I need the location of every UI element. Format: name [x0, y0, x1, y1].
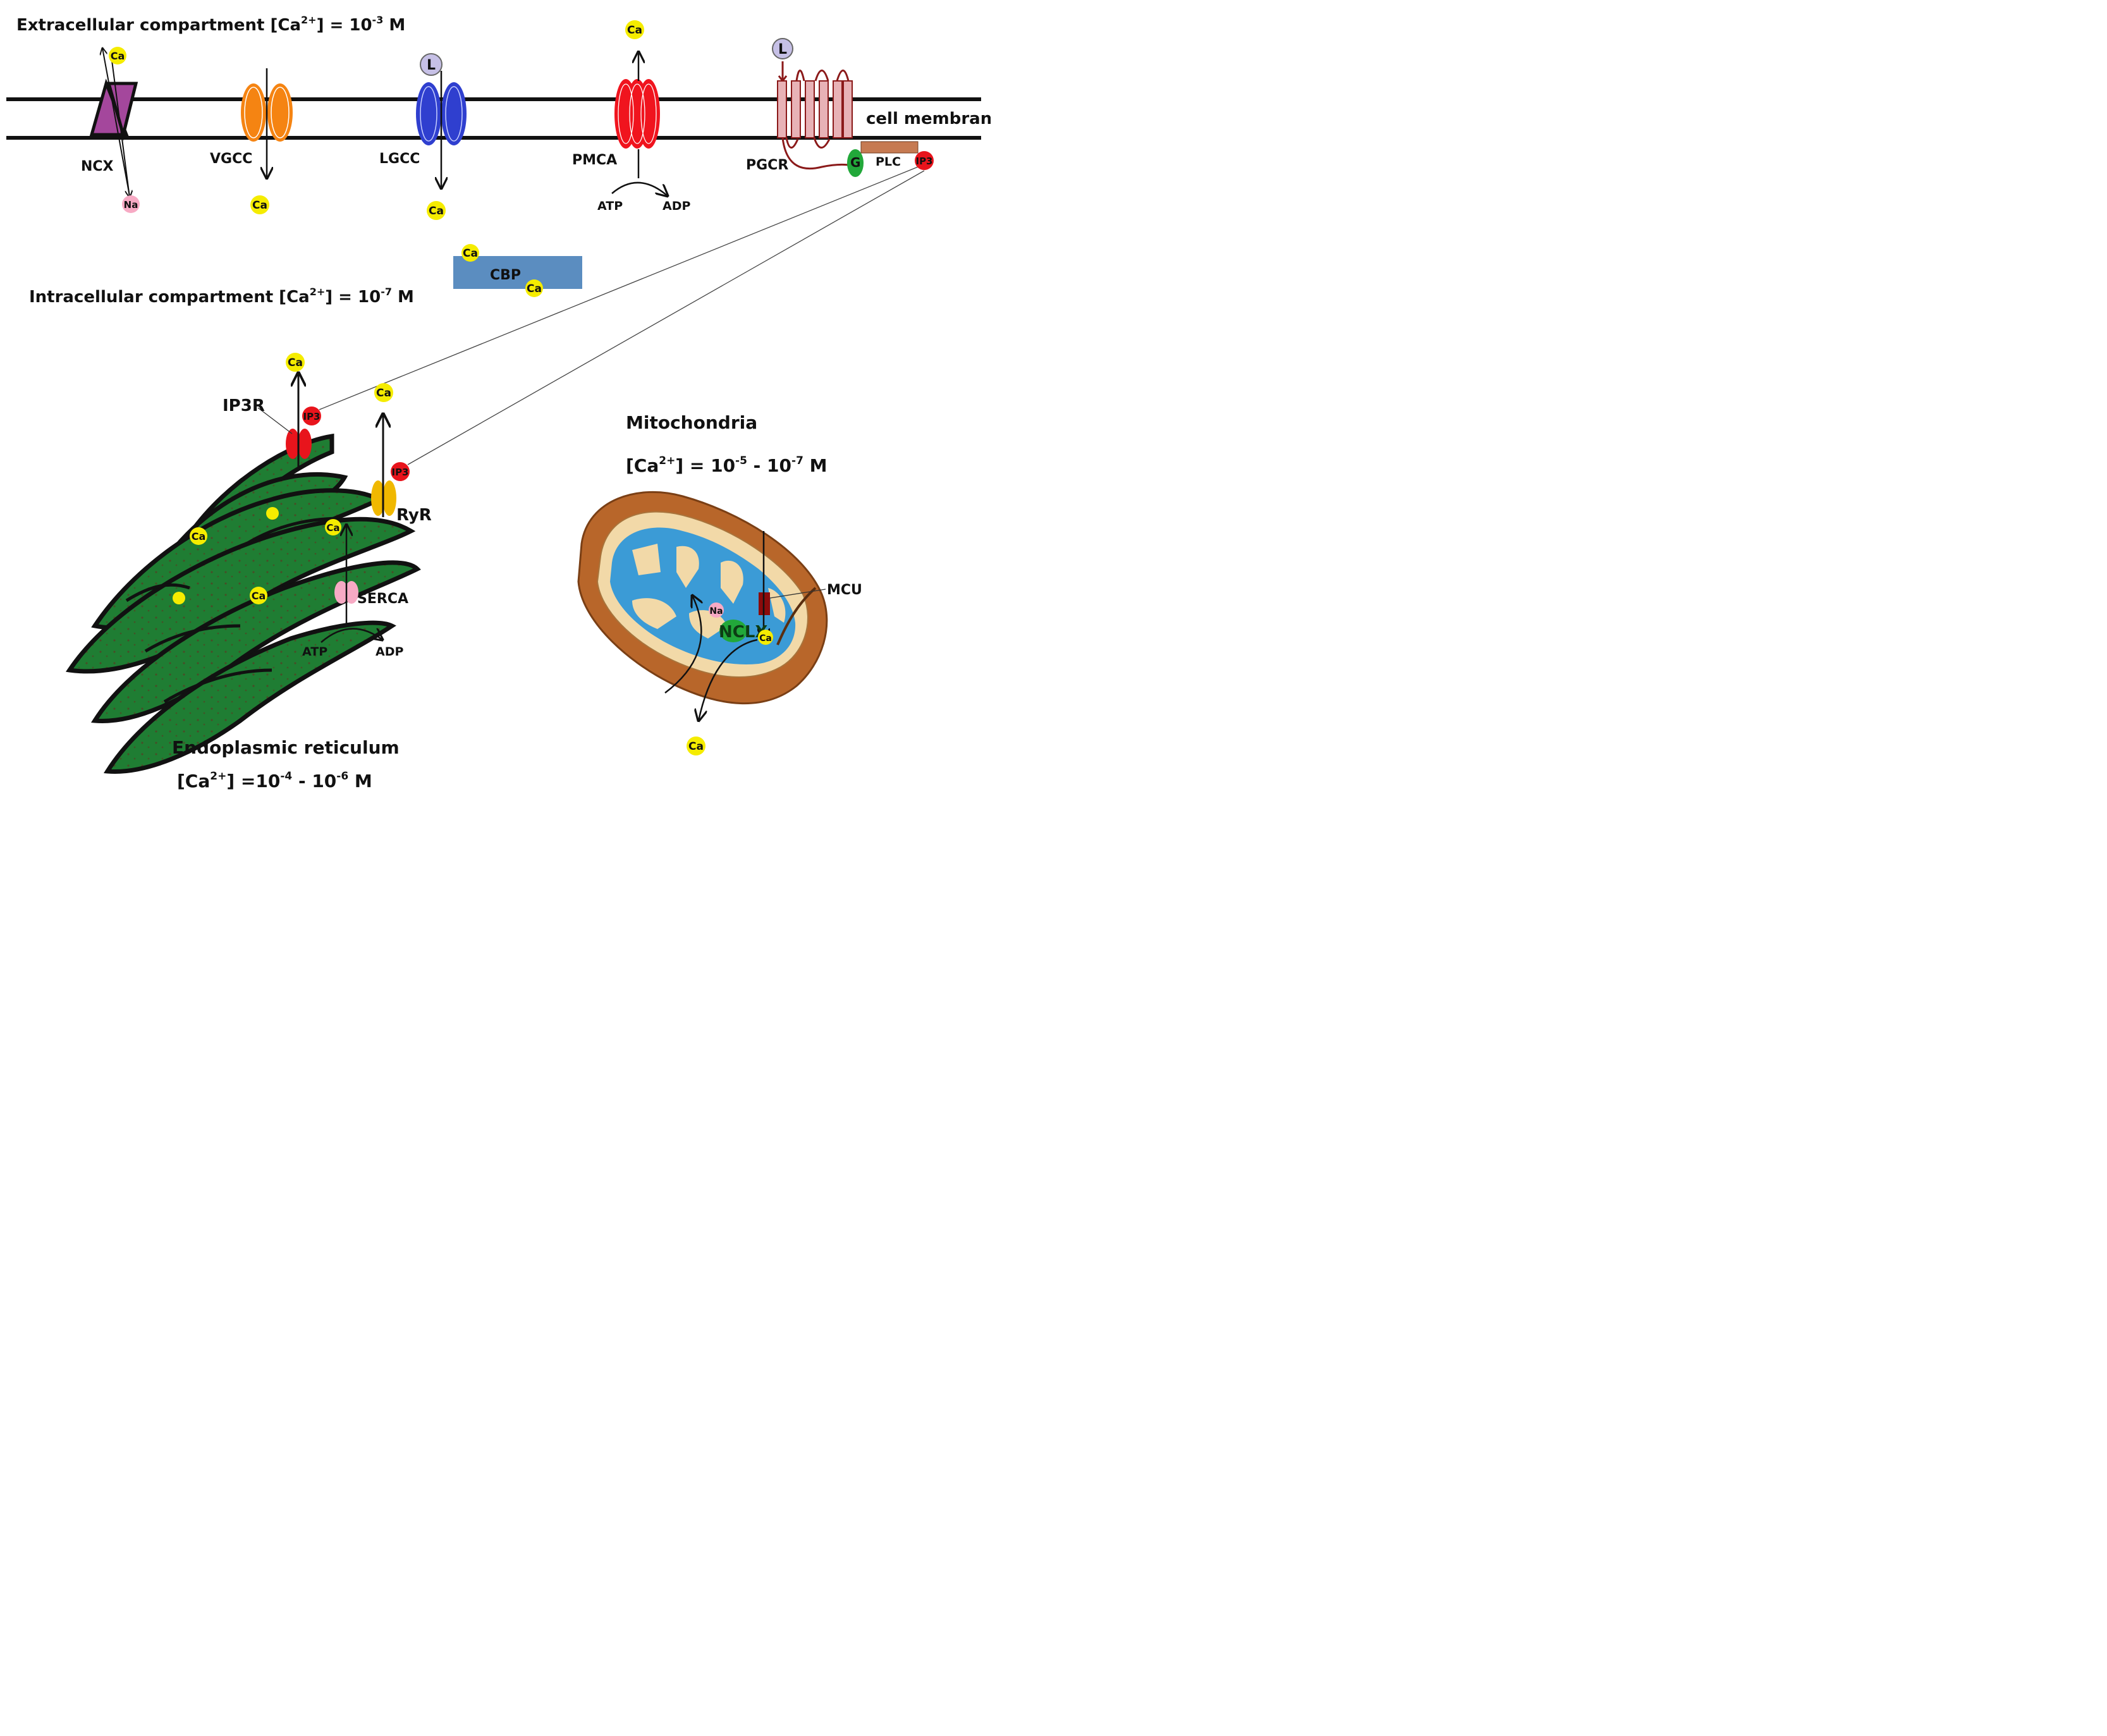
ca-ion: Ca: [525, 279, 543, 297]
pmca-atp-label: ATP: [597, 199, 623, 213]
svg-text:Ca: Ca: [252, 590, 266, 602]
ca-ion: Ca: [758, 630, 773, 645]
ca-ion: Ca: [374, 383, 393, 402]
ca-ion: Ca: [427, 201, 446, 220]
ip3-marker: IP3: [391, 462, 410, 481]
ca-ion: Ca: [687, 737, 705, 755]
ligand-pgcr: L: [772, 38, 793, 59]
ip3-marker: IP3: [302, 406, 321, 425]
ca-ion: Ca: [461, 244, 479, 262]
mito-concentration: [Ca2+] = 10-5 - 10-7 M: [626, 455, 828, 476]
ca-ion: Ca: [190, 527, 207, 545]
lgcc-label: LGCC: [379, 151, 420, 167]
ncx-label: NCX: [81, 159, 114, 174]
ca-ion-dot: [266, 507, 279, 520]
svg-text:Ca: Ca: [527, 283, 542, 295]
g-protein-label: G: [850, 155, 860, 170]
svg-text:Ca: Ca: [759, 633, 772, 644]
er-title: Endoplasmic reticulum: [172, 737, 400, 758]
svg-text:Ca: Ca: [429, 205, 444, 217]
ncx-exchanger: [89, 48, 138, 197]
pmca-label: PMCA: [572, 152, 617, 168]
svg-text:Na: Na: [124, 199, 138, 211]
ncx-ca-arrow: [102, 48, 130, 197]
ip3-marker: IP3: [915, 151, 934, 170]
ip3r-channel: [257, 373, 312, 467]
pmca-adp-label: ADP: [663, 199, 690, 213]
serca-pump: [321, 525, 382, 643]
svg-text:IP3: IP3: [915, 156, 932, 167]
ip3-connection-lines: [319, 166, 925, 465]
svg-text:Ca: Ca: [376, 387, 391, 400]
serca-adp-label: ADP: [376, 645, 403, 659]
calcium-signaling-diagram: Extracellular compartment [Ca2+] = 10-3 …: [6, 14, 991, 792]
serca-label: SERCA: [357, 591, 408, 607]
intracellular-label: Intracellular compartment [Ca2+] = 10-7 …: [29, 286, 414, 307]
cell-membrane-label: cell membrane: [866, 109, 991, 128]
na-ion: Na: [122, 195, 140, 213]
er-concentration: [Ca2+] =10-4 - 10-6 M: [177, 770, 372, 792]
pgcr-receptor: [777, 61, 919, 177]
pgcr-label: PGCR: [746, 157, 788, 173]
svg-text:L: L: [778, 42, 787, 58]
pmca-pump: [611, 52, 668, 196]
serca-atp-label: ATP: [302, 645, 327, 659]
vgcc-channel: [241, 68, 293, 178]
cbp-label: CBP: [490, 267, 521, 283]
ca-ion: Ca: [250, 195, 269, 214]
ca-ion: Ca: [250, 587, 267, 604]
svg-text:Ca: Ca: [627, 24, 642, 37]
nclx-exchanger: [719, 620, 747, 642]
svg-text:Ca: Ca: [252, 199, 267, 212]
svg-text:Ca: Ca: [463, 247, 478, 260]
svg-text:Ca: Ca: [288, 357, 303, 369]
ca-ion: Ca: [625, 20, 644, 39]
ca-ion: Ca: [286, 353, 305, 372]
endoplasmic-reticulum: [66, 433, 421, 774]
plc-label: PLC: [876, 155, 901, 169]
cbp-protein: [453, 256, 582, 289]
ryr-channel: [371, 414, 396, 517]
ip3r-label: IP3R: [223, 396, 265, 415]
svg-text:IP3: IP3: [391, 467, 408, 478]
ca-ion: Ca: [109, 47, 126, 64]
svg-text:Na: Na: [709, 606, 723, 616]
ncx-na-arrow: [111, 55, 130, 197]
svg-text:Ca: Ca: [326, 522, 339, 534]
vgcc-label: VGCC: [210, 151, 252, 167]
mitochondrion: [577, 491, 828, 721]
mito-title: Mitochondria: [626, 412, 757, 433]
svg-text:Ca: Ca: [192, 530, 206, 542]
svg-text:Ca: Ca: [688, 740, 704, 753]
ca-ion-dot: [173, 592, 185, 604]
svg-text:L: L: [427, 58, 436, 73]
lgcc-channel: [416, 71, 467, 188]
ryr-label: RyR: [396, 506, 432, 525]
svg-text:IP3: IP3: [303, 411, 320, 422]
svg-text:Ca: Ca: [111, 50, 125, 62]
ligand-lgcc: L: [420, 53, 443, 76]
extracellular-label: Extracellular compartment [Ca2+] = 10-3 …: [16, 14, 405, 35]
na-ion: Na: [709, 602, 724, 618]
mcu-label: MCU: [827, 582, 862, 598]
ca-ion: Ca: [325, 519, 341, 535]
